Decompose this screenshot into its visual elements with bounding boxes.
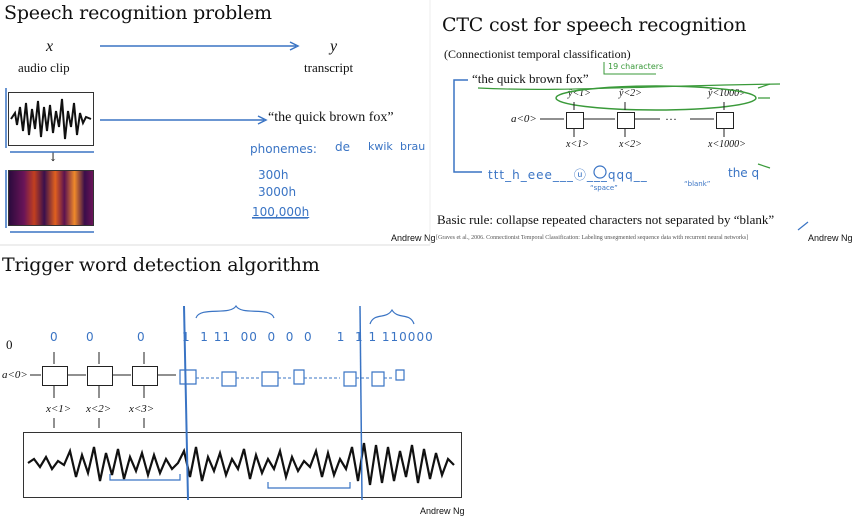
audio-waveform	[8, 92, 94, 146]
slide3-author: Andrew Ng	[420, 506, 465, 516]
slide2-subtitle: (Connectionist temporal classification)	[444, 47, 631, 61]
rnn-cell-1	[42, 366, 68, 386]
down-arrow: ↓	[48, 150, 59, 164]
blank-note: “blank”	[684, 180, 711, 188]
ctc-sequence: ttt_h_eee___ⓤ___qqq__	[488, 168, 648, 182]
slide2-yhat-1: ŷ<1>	[568, 88, 591, 99]
phonemes-label: phonemes:	[250, 142, 317, 156]
y-label: y	[330, 38, 338, 55]
char-count-note: 19 characters	[608, 62, 664, 71]
printed-out-1: 0	[6, 337, 13, 352]
phoneme-1: de	[335, 140, 350, 154]
rnn-cell-2	[87, 366, 113, 386]
spectrogram	[8, 170, 94, 226]
transcript-label: transcript	[304, 60, 354, 75]
slide2-yhat-3: ŷ<1000>	[708, 88, 746, 99]
trigger-audio-waveform	[23, 432, 462, 498]
slide3-title: Trigger word detection algorithm	[2, 254, 320, 276]
slide2-x-1: x<1>	[566, 139, 589, 150]
rnn-cell-3	[132, 366, 158, 386]
slide2-citation: [Graves et al., 2006. Connectionist Temp…	[436, 235, 749, 241]
hours-2: 3000h	[258, 185, 297, 199]
slide2-quote: “the quick brown fox”	[472, 71, 589, 86]
handwritten-labels: 1 1 11 00 0 0 0 1 1 1 110000	[182, 330, 434, 344]
hand-out-2: 0	[86, 330, 94, 344]
slide1-title: Speech recognition problem	[4, 2, 272, 24]
ctc-rnn-cell-2	[617, 112, 635, 129]
slide3-x-2: x<2>	[86, 403, 112, 415]
waveform-graphic	[10, 98, 92, 140]
phoneme-3: brau	[400, 140, 426, 153]
slide3-x-3: x<3>	[129, 403, 155, 415]
phoneme-2: kwik	[368, 140, 393, 153]
hand-out-3: 0	[137, 330, 145, 344]
basic-rule: Basic rule: collapse repeated characters…	[437, 212, 775, 227]
x-label: x	[46, 38, 54, 55]
slide2-x-3: x<1000>	[708, 139, 746, 150]
slide2-author: Andrew Ng	[391, 233, 436, 243]
slide2-a0: a<0>	[511, 113, 537, 125]
hand-out-1: 0	[50, 330, 58, 344]
hours-3: 100,000h	[252, 205, 310, 219]
slide1-quote: “the quick brown fox”	[268, 110, 394, 125]
slide2-author-2: Andrew Ng	[808, 233, 853, 243]
slide2-title: CTC cost for speech recognition	[442, 14, 747, 36]
slide3-a0: a<0>	[2, 369, 28, 381]
audio-clip-label: audio clip	[18, 60, 70, 75]
collapsed-output: the q	[728, 166, 760, 180]
slide2-x-2: x<2>	[619, 139, 642, 150]
ctc-rnn-cell-3	[716, 112, 734, 129]
space-note: “space”	[590, 184, 618, 192]
slide3-x-1: x<1>	[46, 403, 72, 415]
trigger-waveform-graphic	[27, 442, 455, 486]
ctc-ellipsis: ···	[665, 112, 677, 126]
slide2-yhat-2: ŷ<2>	[619, 88, 642, 99]
ctc-rnn-cell-1	[566, 112, 584, 129]
hours-1: 300h	[258, 168, 289, 182]
